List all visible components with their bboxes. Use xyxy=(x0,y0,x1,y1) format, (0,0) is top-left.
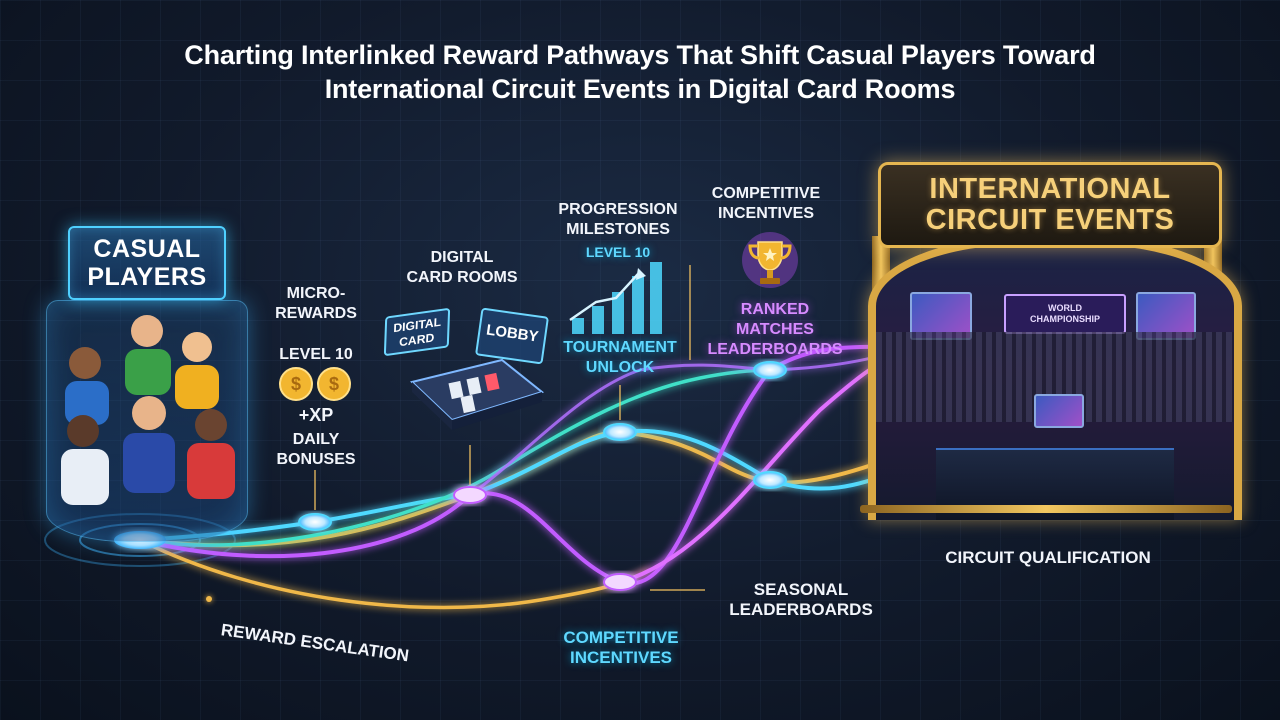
node-progression xyxy=(603,423,637,441)
tournament-line-1: TOURNAMENT xyxy=(563,339,677,356)
node-competitive xyxy=(753,471,787,489)
node-seasonal xyxy=(603,573,637,591)
tournament-unlock-label: TOURNAMENT UNLOCK xyxy=(560,338,680,378)
svg-text:$: $ xyxy=(291,374,301,394)
title-line-2: International Circuit Events in Digital … xyxy=(324,74,956,104)
competitive-incentives-bottom-label: COMPETITIVE INCENTIVES xyxy=(548,628,694,668)
path-cyan-upper xyxy=(139,368,771,547)
micro-rewards-line-1: MICRO- xyxy=(286,285,346,302)
casual-players-line-1: CASUAL xyxy=(93,235,201,263)
tablet-card-table-icon xyxy=(409,358,545,430)
casual-players-label: CASUAL PLAYERS xyxy=(68,226,226,300)
seasonal-leaderboards-label: SEASONAL LEADERBOARDS xyxy=(716,580,886,620)
digital-card-rooms-line-2: CARD ROOMS xyxy=(406,269,518,286)
casual-players-line-2: PLAYERS xyxy=(87,263,207,291)
ranked-line-2: MATCHES xyxy=(736,321,814,338)
competitive-top-line-2: INCENTIVES xyxy=(717,205,814,222)
seasonal-line-2: LEADERBOARDS xyxy=(729,600,873,619)
players-group-icon xyxy=(61,315,235,505)
daily-bonuses-line-1: DAILY xyxy=(292,431,340,448)
path-violet-upper xyxy=(469,348,901,497)
coins-icon: $ $ xyxy=(279,367,351,401)
ice-line-1: INTERNATIONAL xyxy=(929,173,1171,205)
micro-level-label: LEVEL 10 xyxy=(279,346,353,363)
tournament-line-2: UNLOCK xyxy=(585,359,655,376)
node-micro xyxy=(298,513,332,531)
node-card-rooms xyxy=(453,486,487,504)
growth-bars-icon xyxy=(569,262,662,334)
competitive-bottom-line-2: INCENTIVES xyxy=(569,648,673,667)
reward-escalation-dot xyxy=(206,596,212,602)
title-line-1: Charting Interlinked Reward Pathways Tha… xyxy=(184,40,1096,70)
daily-bonuses-label: DAILY BONUSES xyxy=(270,430,362,470)
connector-lines xyxy=(314,265,705,591)
arena-arch: WORLD CHAMPIONSHIP xyxy=(868,236,1242,520)
world-championship-sign: WORLD CHAMPIONSHIP xyxy=(1004,294,1126,334)
ranked-line-3: LEADERBOARDS xyxy=(707,341,843,358)
micro-rewards-label: MICRO- REWARDS xyxy=(270,284,362,324)
trophy-icon xyxy=(742,232,798,288)
circuit-qualification-label: CIRCUIT QUALIFICATION xyxy=(945,548,1151,567)
xp-label: +XP xyxy=(298,405,334,425)
progression-line-2: MILESTONES xyxy=(566,221,670,238)
arch-base xyxy=(860,505,1232,513)
world-sign-line-1: WORLD xyxy=(1047,303,1082,313)
page-title: Charting Interlinked Reward Pathways Tha… xyxy=(0,38,1280,106)
arena-center-screen xyxy=(1034,394,1084,428)
micro-rewards-line-2: REWARDS xyxy=(275,305,357,322)
digital-card-rooms-label: DIGITAL CARD ROOMS xyxy=(392,248,532,288)
progression-level-label: LEVEL 10 xyxy=(585,244,651,260)
nodes xyxy=(114,361,787,591)
competitive-bottom-line-1: COMPETITIVE xyxy=(563,628,679,647)
digital-card-rooms-line-1: DIGITAL xyxy=(430,249,494,266)
seasonal-line-1: SEASONAL xyxy=(753,580,849,599)
svg-text:$: $ xyxy=(329,374,339,394)
progression-milestones-label: PROGRESSION MILESTONES xyxy=(548,200,688,240)
casual-players-pod xyxy=(46,300,248,542)
international-circuit-events-banner: INTERNATIONAL CIRCUIT EVENTS xyxy=(878,162,1222,248)
ice-line-2: CIRCUIT EVENTS xyxy=(925,204,1175,236)
world-sign-line-2: CHAMPIONSHIP xyxy=(1029,314,1100,324)
ranked-line-1: RANKED xyxy=(740,301,810,318)
competitive-incentives-top-label: COMPETITIVE INCENTIVES xyxy=(704,184,828,224)
node-ranked xyxy=(753,361,787,379)
progression-line-1: PROGRESSION xyxy=(558,201,678,218)
ranked-matches-label: RANKED MATCHES LEADERBOARDS xyxy=(700,300,850,360)
competitive-top-line-1: COMPETITIVE xyxy=(711,185,821,202)
daily-bonuses-line-2: BONUSES xyxy=(276,451,356,468)
